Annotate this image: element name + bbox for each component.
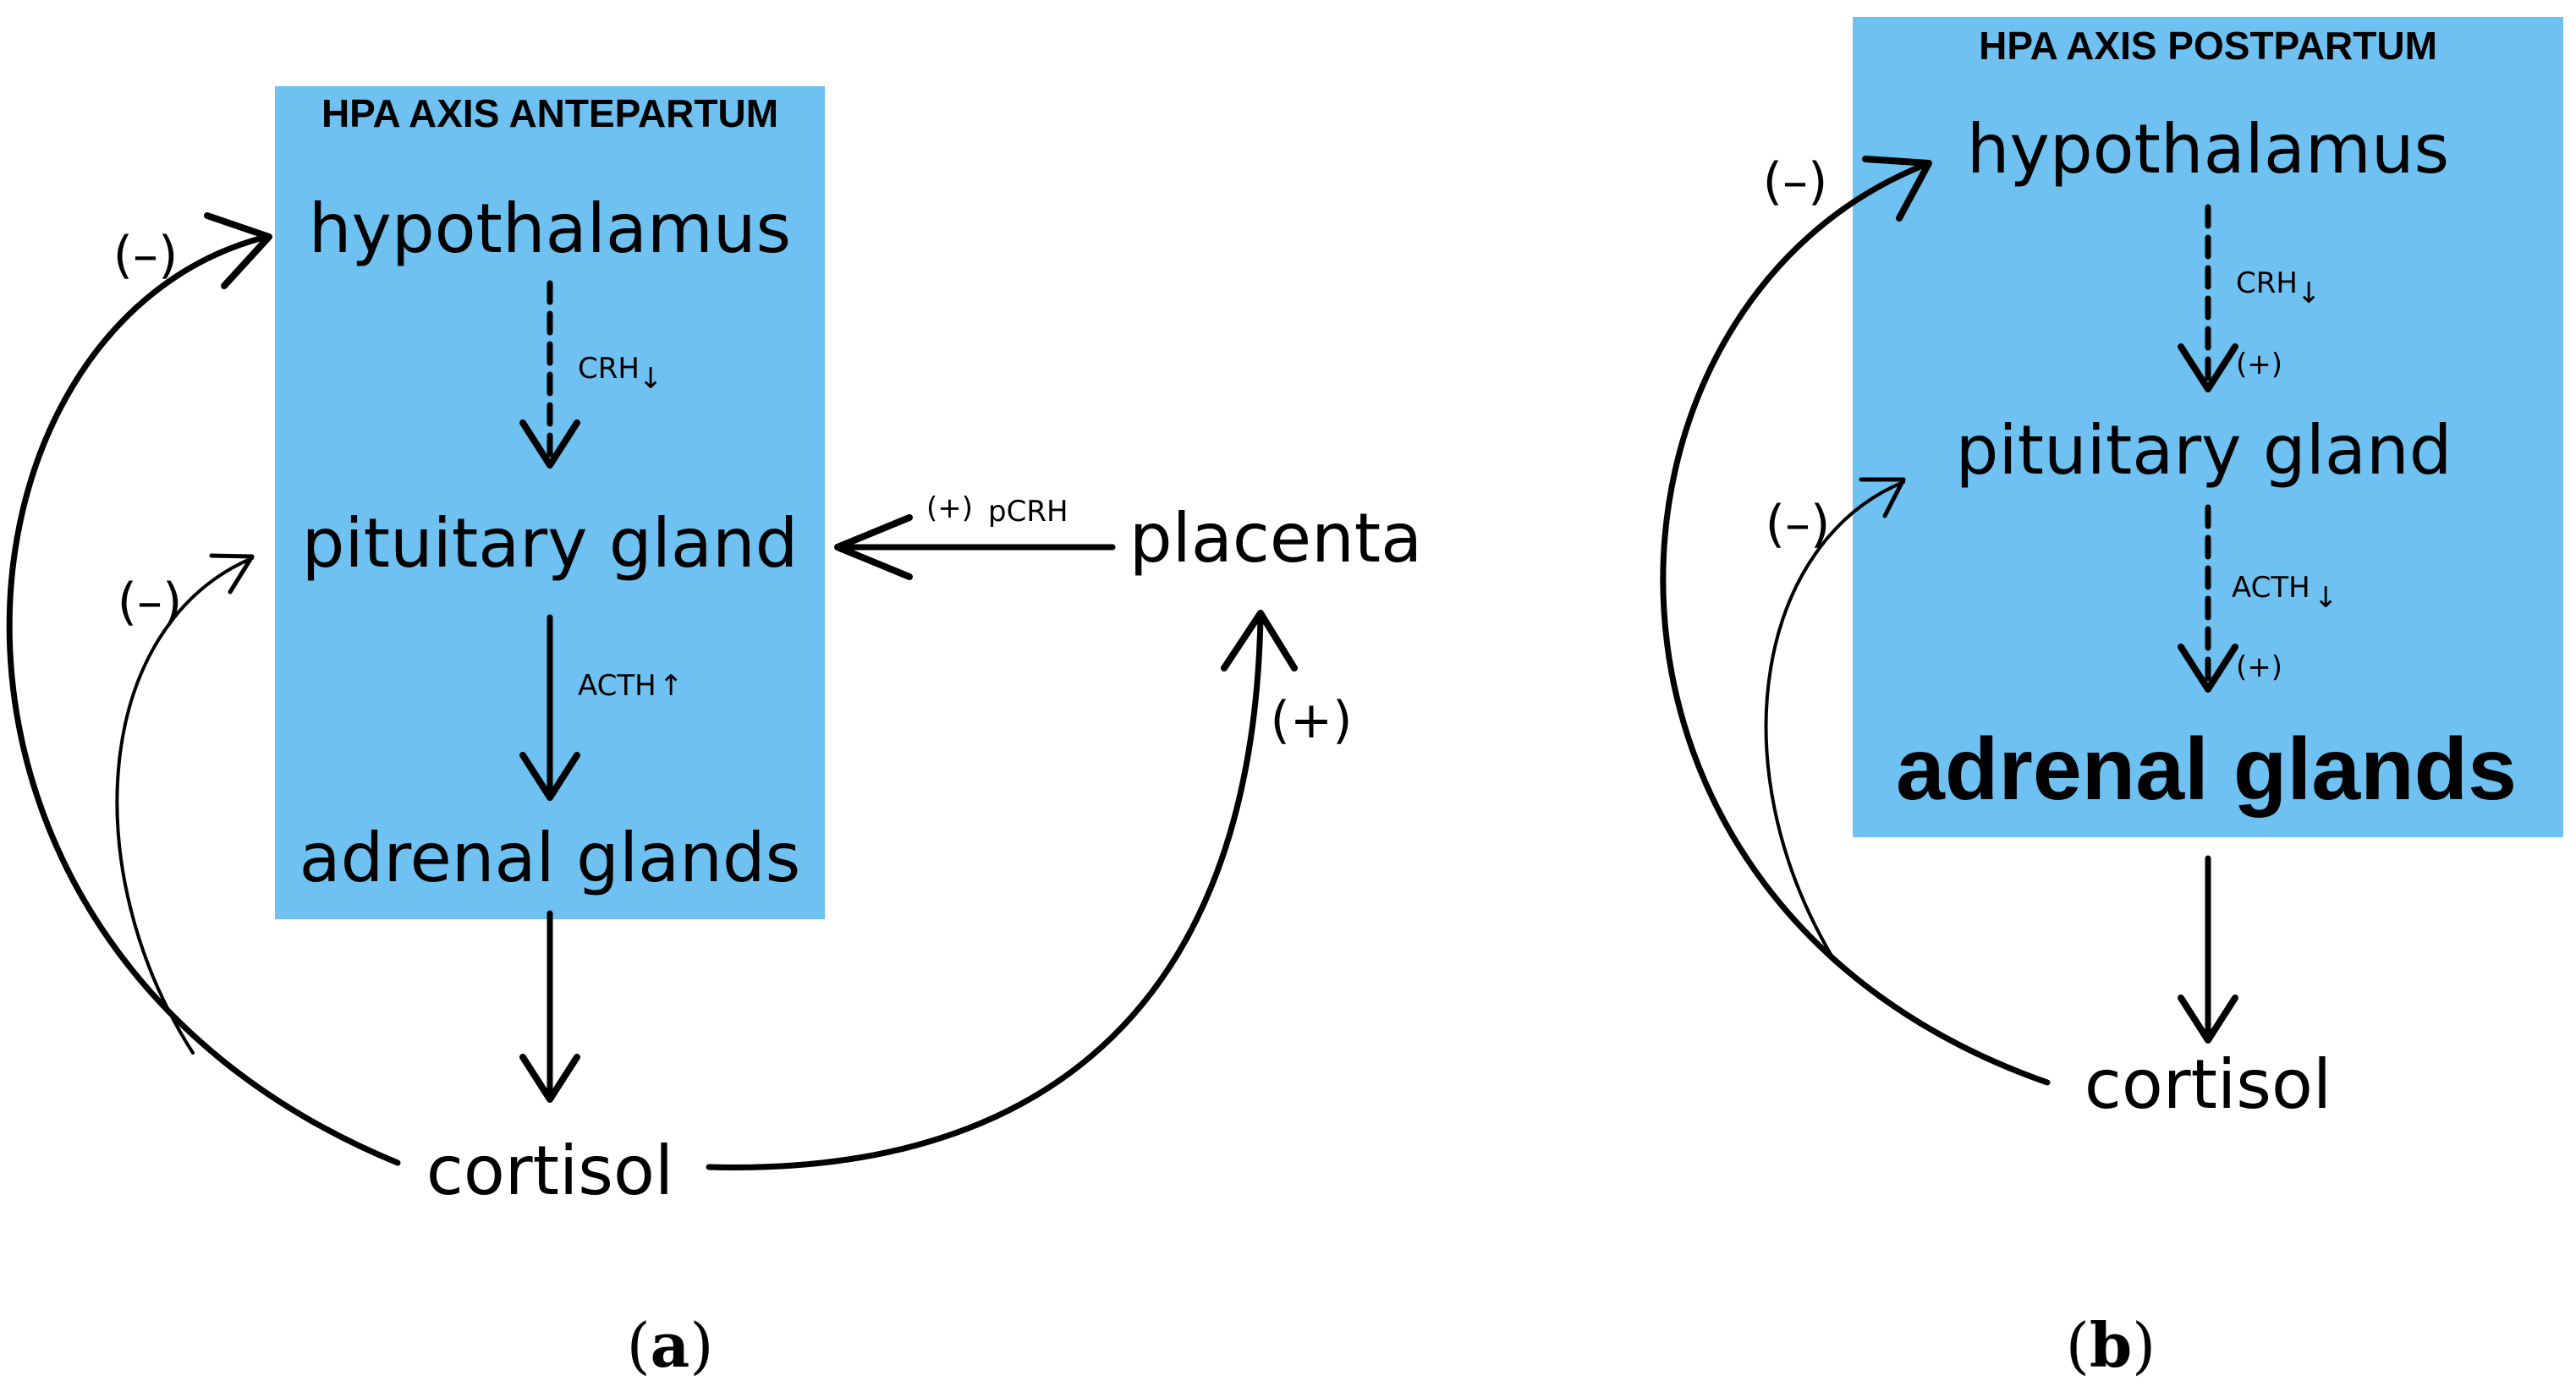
panel-b-box <box>1853 17 2563 837</box>
panel-a-crh-arrow <box>519 280 580 469</box>
panel-a-placenta: placenta <box>1129 499 1422 578</box>
panel-a-acth-label: ACTH <box>578 669 656 703</box>
panel-b-label: (b) <box>2066 1309 2156 1381</box>
panel-a-placenta-positive-sign: (+) <box>1270 691 1352 750</box>
panel-a-pituitary: pituitary gland <box>302 504 799 583</box>
panel-a-adrenal: adrenal glands <box>299 819 801 897</box>
panel-b-adrenal: adrenal glands <box>1896 721 2517 819</box>
panel-a-pcrh-sign: (+) <box>926 491 973 525</box>
panel-a-title: HPA AXIS ANTEPARTUM <box>321 91 778 135</box>
panel-b-cortisol-arrow <box>2178 855 2238 1044</box>
panel-b-title: HPA AXIS POSTPARTUM <box>1979 24 2437 68</box>
panel-b-pituitary: pituitary gland <box>1956 411 2452 490</box>
panel-b-inner-feedback-arrow <box>1764 477 1906 957</box>
panel-a-outer-negative-sign: (–) <box>113 226 179 285</box>
panel-a-crh-down-icon: ↓ <box>639 362 663 396</box>
panel-b: HPA AXIS POSTPARTUM hypothalamus CRH ↓ (… <box>1660 17 2563 1381</box>
panel-b-crh-down-icon: ↓ <box>2297 277 2321 310</box>
panel-a-inner-negative-sign: (–) <box>118 573 183 632</box>
panel-b-acth-label: ACTH <box>2232 571 2310 605</box>
panel-b-inner-negative-sign: (–) <box>1766 495 1831 554</box>
panel-a-pcrh-label: pCRH <box>988 495 1068 529</box>
panel-a-cortisol-arrow <box>519 910 580 1103</box>
panel-b-hypothalamus: hypothalamus <box>1967 110 2449 189</box>
panel-b-outer-feedback-arrow <box>1660 156 2051 1086</box>
panel-a-inner-feedback-arrow <box>115 553 255 1055</box>
panel-b-crh-arrow <box>2178 204 2238 392</box>
panel-a-acth-arrow <box>519 614 580 801</box>
panel-a-placenta-arrow <box>706 610 1298 1170</box>
panel-b-acth-positive-sign: (+) <box>2236 650 2282 684</box>
panel-b-crh-positive-sign: (+) <box>2236 348 2282 381</box>
panel-a-hypothalamus: hypothalamus <box>309 189 791 268</box>
panel-a-pcrh-arrow <box>834 514 1116 580</box>
panel-a-crh-label: CRH <box>578 352 640 386</box>
panel-a: HPA AXIS ANTEPARTUM hypothalamus CRH ↓ p… <box>6 86 1422 1381</box>
panel-a-cortisol: cortisol <box>426 1132 673 1210</box>
panel-b-outer-negative-sign: (–) <box>1763 152 1828 211</box>
panel-a-outer-feedback-arrow <box>6 212 401 1166</box>
panel-a-label: (a) <box>627 1309 714 1381</box>
panel-b-cortisol: cortisol <box>2084 1045 2332 1124</box>
panel-b-acth-arrow <box>2178 504 2238 693</box>
panel-b-acth-down-icon: ↓ <box>2314 581 2338 615</box>
panel-b-crh-label: CRH <box>2236 266 2298 300</box>
panel-a-acth-up-icon: ↑ <box>659 669 684 703</box>
